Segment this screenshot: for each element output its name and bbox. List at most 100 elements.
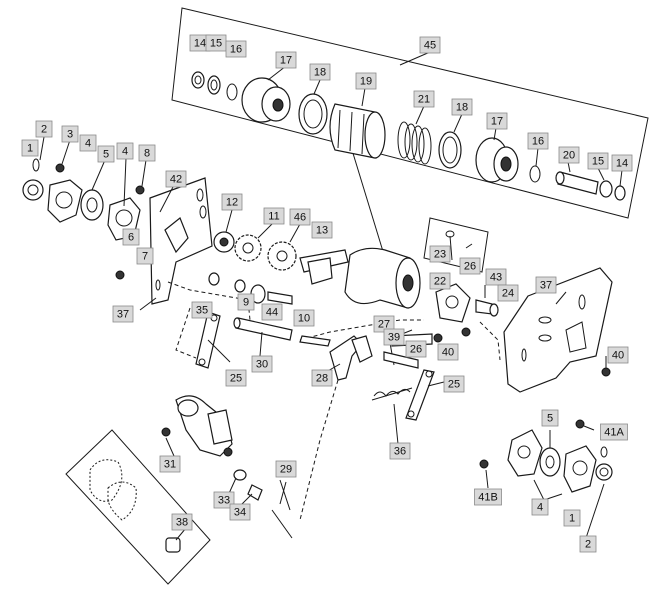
svg-text:10: 10 xyxy=(298,313,310,325)
part-label-12: 12 xyxy=(221,193,243,211)
part-label-17: 17 xyxy=(275,51,297,69)
svg-text:2: 2 xyxy=(41,124,47,136)
part-label-41a: 41A xyxy=(600,423,628,441)
svg-text:35: 35 xyxy=(196,305,208,317)
left-mount-plate xyxy=(149,177,213,305)
part-label-14: 14 xyxy=(611,154,633,172)
svg-text:43: 43 xyxy=(490,272,502,284)
part-label-37: 37 xyxy=(535,276,557,294)
part-label-26: 26 xyxy=(405,340,427,358)
svg-text:30: 30 xyxy=(256,359,268,371)
part-label-16: 16 xyxy=(527,132,549,150)
svg-text:42: 42 xyxy=(170,174,182,186)
part-label-2: 2 xyxy=(35,120,53,138)
part-label-23: 23 xyxy=(429,245,451,263)
svg-text:33: 33 xyxy=(218,495,230,507)
svg-text:18: 18 xyxy=(456,102,468,114)
part-label-45: 45 xyxy=(419,36,441,54)
part-label-10: 10 xyxy=(293,309,315,327)
svg-text:34: 34 xyxy=(234,507,246,519)
svg-text:18: 18 xyxy=(314,67,326,79)
left-bearing-group xyxy=(22,158,145,280)
part-label-46: 46 xyxy=(289,208,311,226)
part-label-20: 20 xyxy=(558,146,580,164)
part-label-19: 19 xyxy=(355,72,377,90)
svg-text:41A: 41A xyxy=(604,427,624,439)
svg-text:4: 4 xyxy=(122,146,128,158)
part-label-17: 17 xyxy=(486,112,508,130)
svg-text:22: 22 xyxy=(434,276,446,288)
svg-text:6: 6 xyxy=(128,232,134,244)
part-label-30: 30 xyxy=(251,355,273,373)
part-label-34: 34 xyxy=(229,503,251,521)
svg-text:17: 17 xyxy=(491,116,503,128)
svg-text:23: 23 xyxy=(434,249,446,261)
pin-inset-frame xyxy=(423,217,489,273)
part-label-24: 24 xyxy=(497,284,519,302)
part-label-41b: 41B xyxy=(474,488,502,506)
svg-text:36: 36 xyxy=(394,446,406,458)
svg-text:25: 25 xyxy=(448,379,460,391)
part-label-4: 4 xyxy=(116,142,134,160)
part-label-44: 44 xyxy=(261,303,283,321)
right-mount-plate xyxy=(503,267,613,393)
right-center-parts xyxy=(435,283,499,323)
svg-text:5: 5 xyxy=(103,149,109,161)
svg-text:28: 28 xyxy=(316,373,328,385)
top-inset-frame xyxy=(171,7,649,259)
part-label-35: 35 xyxy=(191,301,213,319)
svg-text:17: 17 xyxy=(280,55,292,67)
part-label-21: 21 xyxy=(413,90,435,108)
svg-text:20: 20 xyxy=(563,150,575,162)
svg-text:21: 21 xyxy=(418,94,430,106)
svg-text:4: 4 xyxy=(537,502,543,514)
part-label-27: 27 xyxy=(373,315,395,333)
svg-text:12: 12 xyxy=(226,197,238,209)
svg-text:26: 26 xyxy=(410,344,422,356)
svg-text:38: 38 xyxy=(176,517,188,529)
part-label-16: 16 xyxy=(225,40,247,58)
svg-text:1: 1 xyxy=(569,513,575,525)
svg-text:7: 7 xyxy=(142,251,148,263)
part-label-39: 39 xyxy=(383,328,405,346)
svg-text:16: 16 xyxy=(230,44,242,56)
svg-text:45: 45 xyxy=(424,40,436,52)
part-label-2: 2 xyxy=(579,535,597,553)
part-label-8: 8 xyxy=(138,144,156,162)
svg-text:14: 14 xyxy=(194,38,206,50)
svg-text:27: 27 xyxy=(378,319,390,331)
part-label-33: 33 xyxy=(213,491,235,509)
svg-text:3: 3 xyxy=(67,129,73,141)
svg-text:9: 9 xyxy=(243,297,249,309)
part-label-26: 26 xyxy=(459,257,481,275)
svg-text:13: 13 xyxy=(316,225,328,237)
switch-inset-frame xyxy=(65,429,211,585)
leader-lines xyxy=(39,51,623,541)
part-label-4: 4 xyxy=(531,498,549,516)
part-label-38: 38 xyxy=(171,513,193,531)
part-label-15: 15 xyxy=(205,34,227,52)
svg-text:8: 8 xyxy=(144,148,150,160)
part-label-3: 3 xyxy=(61,125,79,143)
part-label-9: 9 xyxy=(237,293,255,311)
part-label-6: 6 xyxy=(122,228,140,246)
part-label-5: 5 xyxy=(97,145,115,163)
part-label-1: 1 xyxy=(21,139,39,157)
part-label-5: 5 xyxy=(541,409,559,427)
svg-text:39: 39 xyxy=(388,332,400,344)
svg-text:25: 25 xyxy=(230,373,242,385)
part-label-1: 1 xyxy=(563,509,581,527)
part-label-37: 37 xyxy=(112,305,134,323)
part-label-40: 40 xyxy=(437,343,459,361)
solenoid-parts xyxy=(161,395,293,539)
part-label-11: 11 xyxy=(263,207,285,225)
part-label-31: 31 xyxy=(159,455,181,473)
svg-text:44: 44 xyxy=(266,307,278,319)
part-label-29: 29 xyxy=(275,460,297,478)
svg-text:41B: 41B xyxy=(478,492,498,504)
part-label-25: 25 xyxy=(225,369,247,387)
center-gear-group xyxy=(213,231,421,309)
part-label-42: 42 xyxy=(165,170,187,188)
part-label-43: 43 xyxy=(485,268,507,286)
